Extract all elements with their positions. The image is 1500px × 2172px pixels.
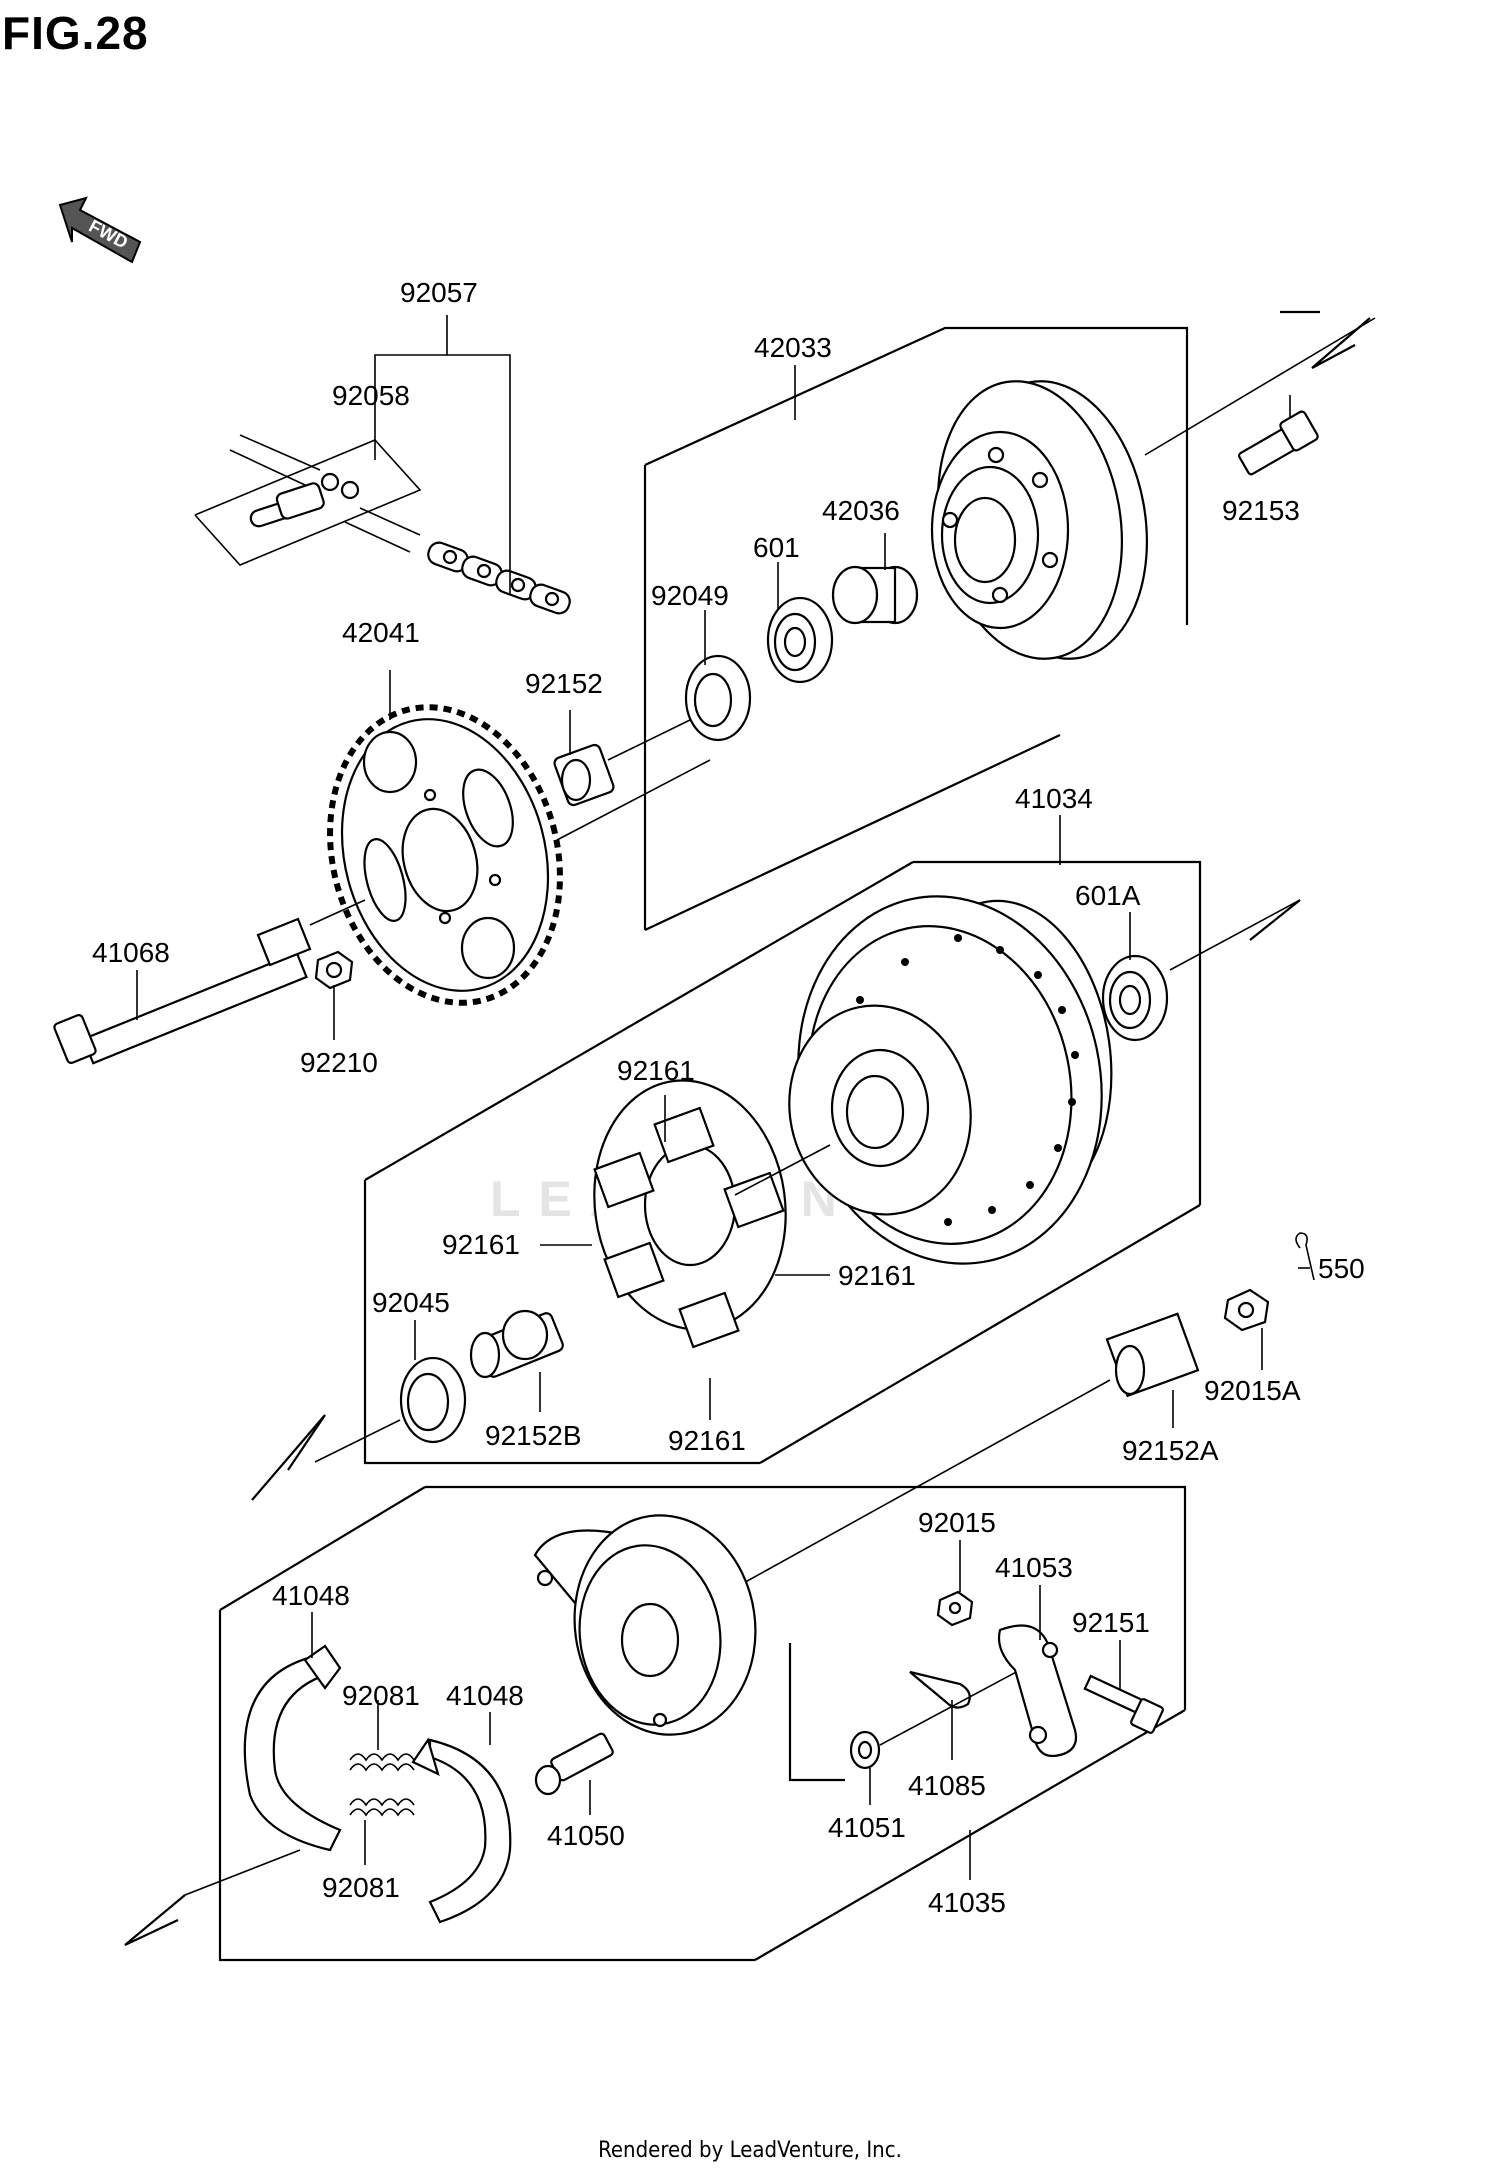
indicator-41085 [909, 1670, 971, 1709]
label-41053: 41053 [995, 1552, 1073, 1583]
damper-92161 [593, 1079, 787, 1349]
label-92015: 92015 [918, 1507, 996, 1538]
cam-41050 [534, 1732, 614, 1796]
bearing-92045 [399, 1356, 467, 1444]
lever-41053 [997, 1624, 1078, 1758]
label-41068: 41068 [92, 937, 170, 968]
label-92081-upper: 92081 [342, 1680, 420, 1711]
collar-42036 [831, 565, 919, 625]
drive-chain [427, 541, 571, 615]
nut-92015A [1223, 1288, 1270, 1332]
figure-title: FIG.28 [2, 7, 149, 59]
collar-92152 [553, 743, 615, 807]
label-92058: 92058 [332, 380, 410, 411]
leader-lines [136, 315, 1310, 1880]
label-92161-top: 92161 [617, 1055, 695, 1086]
label-42033: 42033 [754, 332, 832, 363]
label-92057: 92057 [400, 277, 478, 308]
fwd-arrow-icon: FWD [58, 196, 142, 264]
label-42041: 42041 [342, 617, 420, 648]
middle-group-outline [251, 860, 1301, 1501]
collar-92152B [469, 1309, 564, 1379]
footer-credit: Rendered by LeadVenture, Inc. [598, 2138, 902, 2163]
bolt-92153 [1238, 410, 1319, 476]
sprocket-42041 [327, 704, 563, 1006]
label-41035: 41035 [928, 1887, 1006, 1918]
label-41050: 41050 [547, 1820, 625, 1851]
nut-92015 [936, 1590, 974, 1627]
brake-panel-41035 [533, 1514, 757, 1736]
label-92161-right: 92161 [838, 1260, 916, 1291]
label-42036: 42036 [822, 495, 900, 526]
label-41048-left: 41048 [272, 1580, 350, 1611]
nut-92210 [314, 950, 354, 990]
label-92081-lower: 92081 [322, 1872, 400, 1903]
label-601: 601 [753, 532, 800, 563]
bolt-92151 [1083, 1674, 1164, 1734]
label-41034: 41034 [1015, 783, 1093, 814]
chain-link-assembly [194, 434, 571, 615]
label-92152B: 92152B [485, 1420, 582, 1451]
label-92015A: 92015A [1204, 1375, 1301, 1406]
bearing-601 [766, 596, 834, 684]
label-92161-left: 92161 [442, 1229, 520, 1260]
brake-shoe-41048-right [411, 1737, 512, 1924]
label-601A: 601A [1075, 880, 1141, 911]
label-550: 550 [1318, 1253, 1365, 1284]
label-92210: 92210 [300, 1047, 378, 1078]
spring-92081-upper [349, 1753, 415, 1772]
part-number-labels: 92057 92058 42033 92153 42036 601 92049 … [92, 277, 1365, 1918]
label-92151: 92151 [1072, 1607, 1150, 1638]
seal-92049 [684, 654, 752, 742]
cotter-pin-550 [1295, 1232, 1315, 1281]
label-92049: 92049 [651, 580, 729, 611]
label-41051: 41051 [828, 1812, 906, 1843]
label-41048-right: 41048 [446, 1680, 524, 1711]
label-92152: 92152 [525, 668, 603, 699]
axle-41068 [53, 917, 312, 1065]
label-92152A: 92152A [1122, 1435, 1219, 1466]
bearing-601A [1101, 954, 1169, 1042]
spring-92081-lower [349, 1798, 415, 1817]
rear-hub-42033 [930, 380, 1149, 660]
label-92161-bottom: 92161 [668, 1425, 746, 1456]
washer-41051 [849, 1730, 881, 1770]
label-92153: 92153 [1222, 495, 1300, 526]
brake-shoe-41048-left [243, 1644, 342, 1852]
wheel-41034 [788, 895, 1113, 1265]
collar-92152A [1105, 1312, 1200, 1398]
label-92045: 92045 [372, 1287, 450, 1318]
label-41085: 41085 [908, 1770, 986, 1801]
